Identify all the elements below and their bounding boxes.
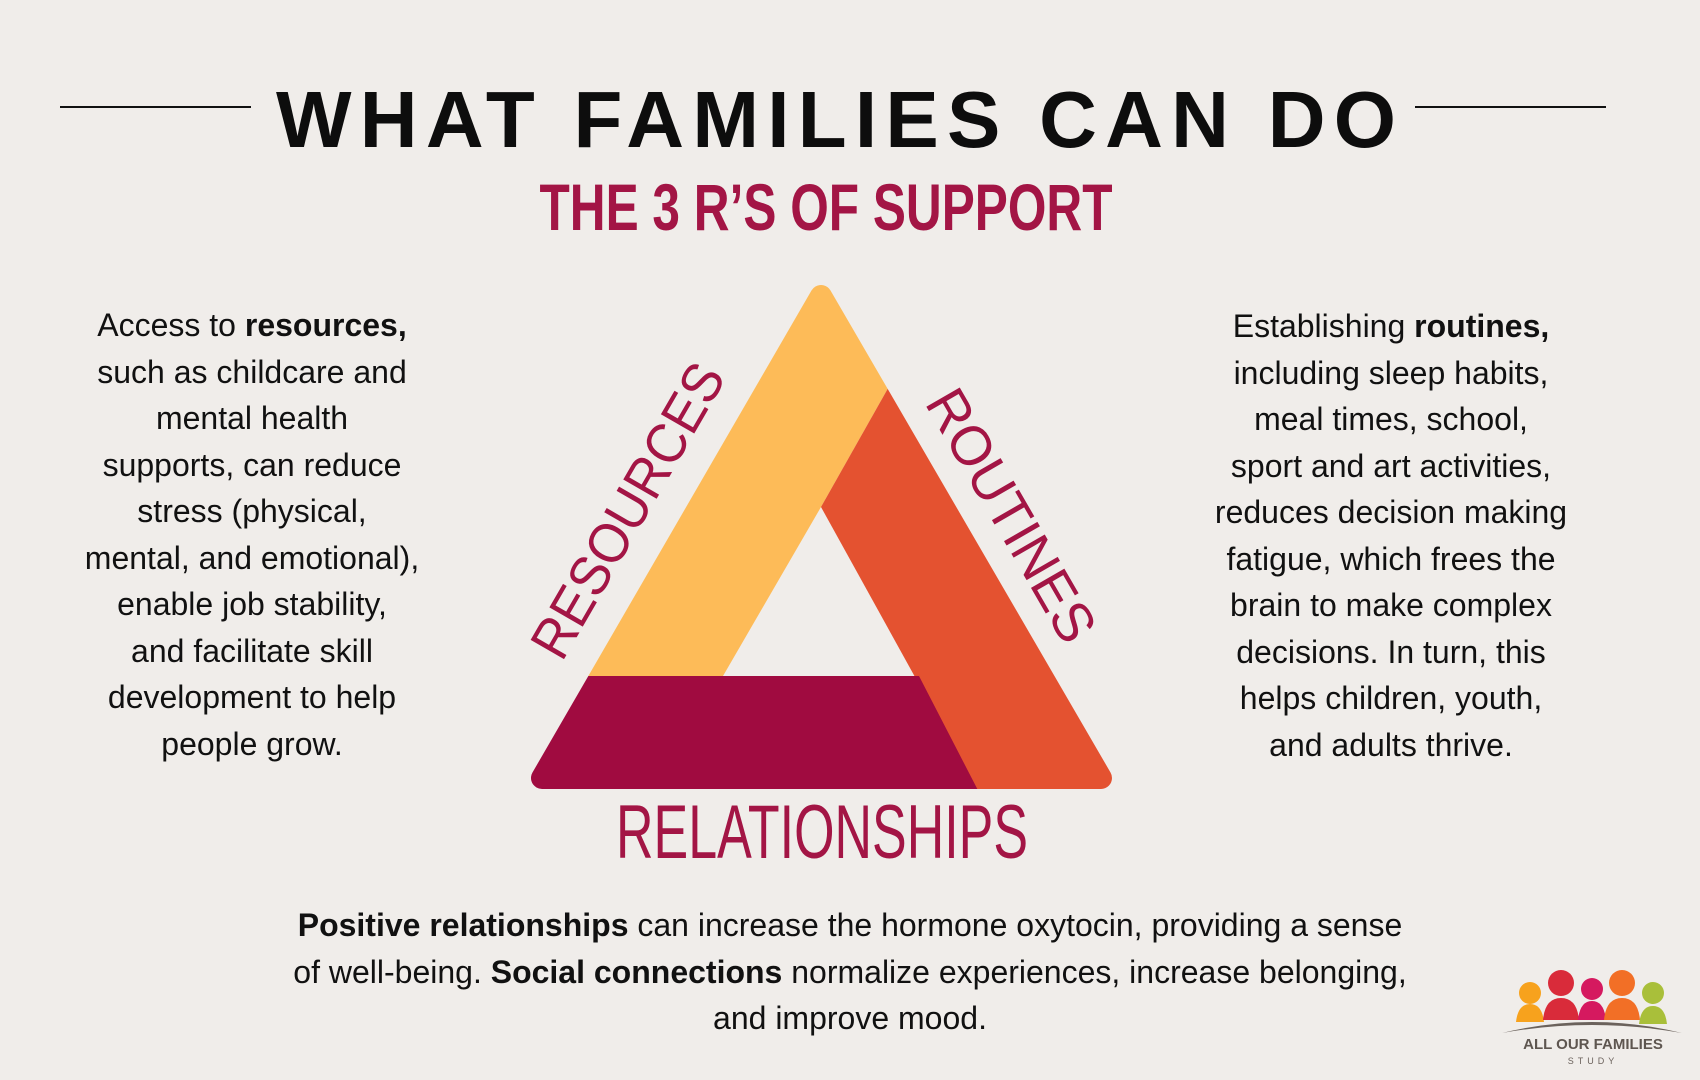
text-line: sport and art activities, [1230, 447, 1552, 484]
text: Establishing [1232, 308, 1415, 344]
routines-description: Establishing routines, including sleep h… [1170, 303, 1612, 768]
text-line: mental health [155, 400, 349, 436]
text-line: and adults thrive. [1269, 726, 1513, 763]
text-line: supports, can reduce [102, 446, 402, 483]
people-icon [1502, 970, 1682, 1033]
text-line: helps children, youth, [1239, 680, 1543, 716]
bold-text: resources, [244, 307, 407, 343]
text-line: brain to make complex [1230, 587, 1552, 623]
text-line: people grow. [161, 725, 343, 762]
page-subtitle: THE 3 R’S OF SUPPORT [540, 170, 1113, 244]
text-line: enable job stability, [117, 586, 387, 622]
text-line: including sleep habits, [1233, 354, 1549, 391]
text-line: reduces decision making [1214, 494, 1568, 530]
text: can increase the hormone oxytocin, provi… [628, 907, 1403, 943]
text: normalize experiences, increase belongin… [782, 953, 1407, 990]
bold-text: Positive relationships [297, 907, 629, 943]
logo-name: ALL OUR FAMILIES [1523, 1036, 1663, 1053]
text-line: such as childcare and [97, 353, 407, 390]
bold-text: routines, [1414, 308, 1550, 344]
relationships-label: RELATIONSHIPS [616, 790, 1028, 875]
all-our-families-logo: ALL OUR FAMILIES STUDY [1502, 970, 1682, 1066]
resources-segment [578, 260, 891, 676]
text-line: meal times, school, [1254, 401, 1528, 437]
page-title: WHAT FAMILIES CAN DO [276, 75, 1396, 164]
bold-text: Social connections [490, 953, 783, 990]
triangle-diagram [500, 260, 1140, 800]
text-line: stress (physical, [137, 493, 367, 529]
routines-segment [821, 383, 1140, 800]
text-line: mental, and emotional), [84, 539, 420, 576]
text-line: and facilitate skill [131, 632, 373, 669]
text-line: and improve mood. [713, 1000, 987, 1036]
text-line: fatigue, which frees the [1226, 540, 1556, 577]
relationships-description: Positive relationships can increase the … [200, 902, 1500, 1042]
text-line: decisions. In turn, this [1236, 633, 1546, 670]
logo-sub: STUDY [1568, 1056, 1619, 1066]
resources-description: Access to resources, such as childcare a… [32, 302, 472, 767]
text: Access to [97, 307, 245, 343]
text: of well-being. [293, 953, 491, 990]
text-line: development to help [107, 679, 397, 715]
relationships-segment [500, 676, 983, 800]
